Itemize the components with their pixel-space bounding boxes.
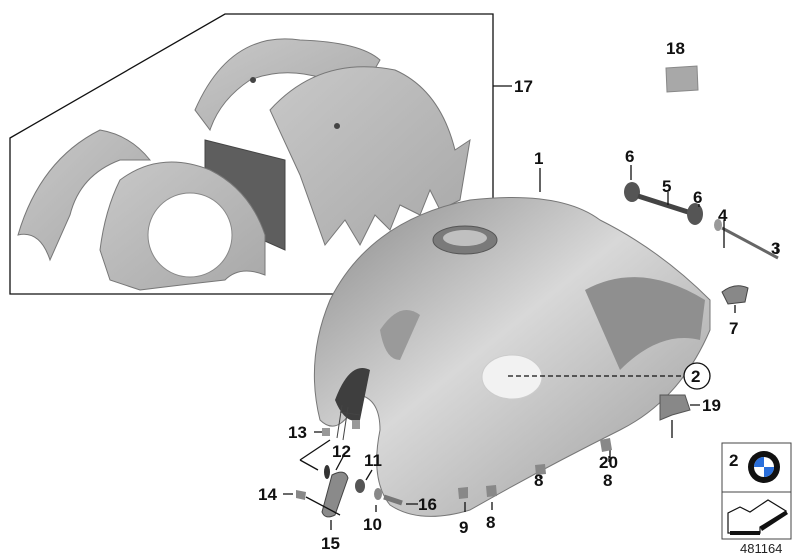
callout-6a: 6 — [625, 147, 634, 166]
callout-12: 12 — [332, 442, 351, 461]
callout-15: 15 — [321, 534, 340, 553]
bmw-roundel-icon — [748, 451, 780, 483]
callout-10: 10 — [363, 515, 382, 534]
callout-9: 9 — [459, 518, 468, 537]
kit-frame — [9, 13, 494, 295]
callout-19: 19 — [702, 396, 721, 415]
legend: 2 — [721, 442, 792, 540]
part-1-fuel-tank[interactable] — [313, 197, 711, 517]
callout-13: 13 — [288, 423, 307, 442]
callout-6b: 6 — [693, 188, 702, 207]
mount-hardware[interactable] — [624, 182, 779, 305]
callout-14: 14 — [258, 485, 277, 504]
callout-5: 5 — [662, 177, 671, 196]
part-18-sticker[interactable] — [665, 65, 699, 93]
diagram-id: 481164 — [740, 541, 782, 556]
callout-11: 11 — [364, 451, 382, 470]
callout-20: 20 — [599, 453, 618, 472]
callout-18: 18 — [666, 39, 685, 58]
callout-1: 1 — [534, 149, 543, 168]
callout-8b: 8 — [534, 471, 543, 490]
callout-2-circle — [683, 362, 711, 390]
legend-item-number: 2 — [729, 451, 738, 470]
callout-16: 16 — [418, 495, 437, 514]
clips[interactable] — [458, 438, 612, 499]
callout-8c: 8 — [486, 513, 495, 532]
callout-7: 7 — [729, 319, 738, 338]
lower-mount-hardware[interactable] — [296, 404, 403, 518]
callout-8a: 8 — [603, 471, 612, 490]
callout-2: 2 — [691, 367, 700, 386]
callout-17: 17 — [514, 77, 533, 96]
part-17-panels[interactable] — [17, 38, 471, 291]
callout-4: 4 — [718, 206, 728, 225]
callout-3: 3 — [771, 239, 780, 258]
part-19-bracket[interactable] — [659, 394, 691, 421]
